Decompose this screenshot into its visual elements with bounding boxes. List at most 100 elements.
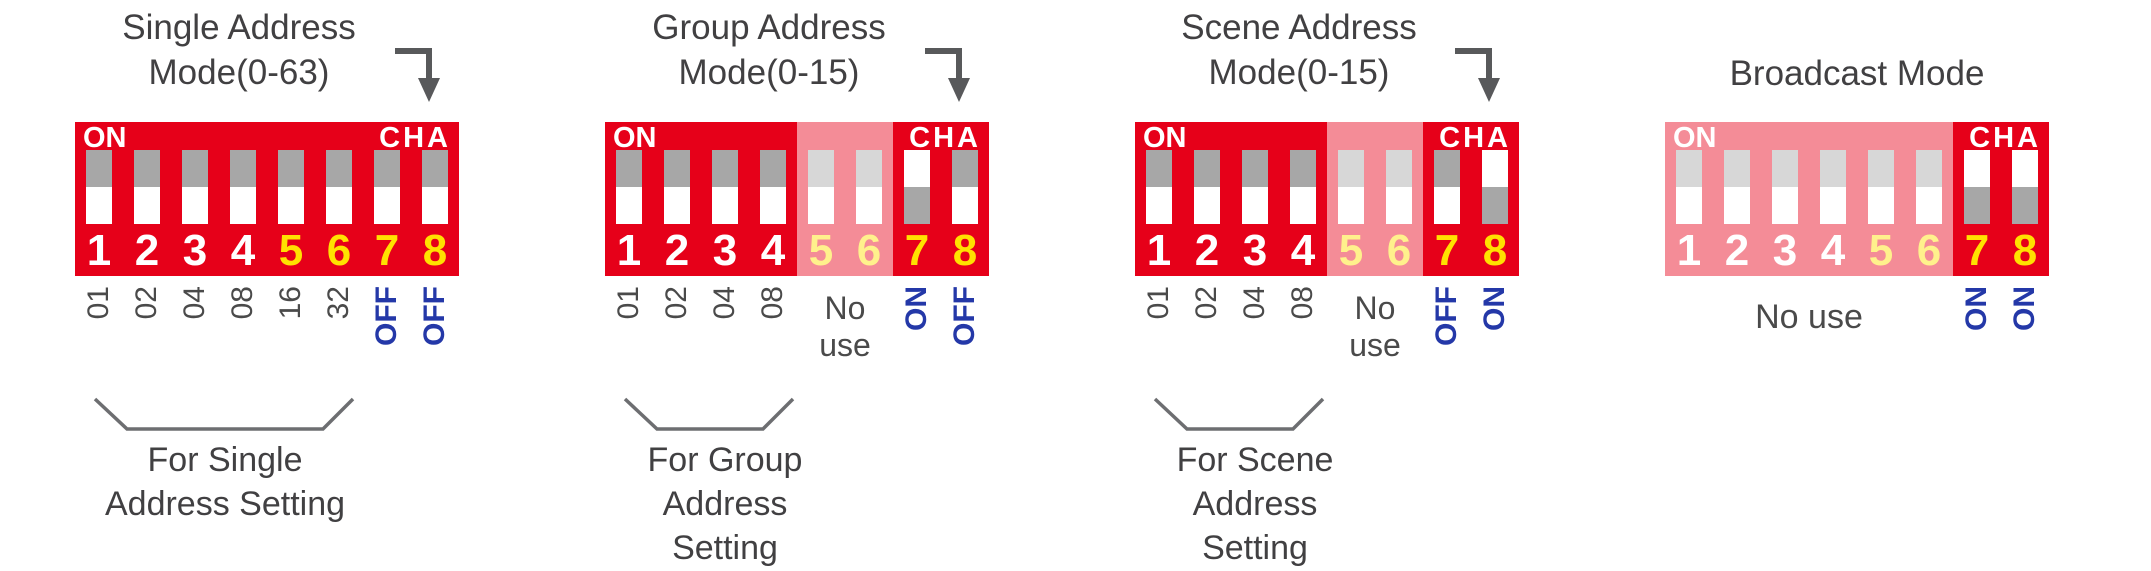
dip-switch-3 — [712, 150, 738, 224]
bracket-caption: For Group Address Setting — [605, 438, 845, 571]
dip-switch-6 — [1386, 150, 1412, 224]
switch-knob — [760, 187, 786, 224]
switch-cell: 4 — [1279, 122, 1327, 276]
switch-cell: 2 — [653, 122, 701, 276]
dip-switch-5 — [808, 150, 834, 224]
panel-title-line1: Single Address — [122, 8, 356, 47]
switch-cell: 5 — [1327, 122, 1375, 276]
dip-switch-5 — [1338, 150, 1364, 224]
dip-switch-1 — [616, 150, 642, 224]
arrow-down-icon — [925, 48, 970, 102]
no-use-label: No use — [1755, 298, 1863, 336]
switch-knob — [422, 187, 448, 224]
switch-knob — [182, 187, 208, 224]
range-bracket — [1153, 397, 1325, 431]
bracket-row — [1135, 394, 1519, 438]
switch-number: 8 — [422, 226, 448, 275]
switch-number: 7 — [1434, 226, 1460, 275]
value-labels-row: 01 02 04 08 ON OFF No use — [605, 276, 989, 394]
switch-number: 5 — [278, 226, 304, 275]
panel-title: Scene Address Mode(0-15) — [1135, 0, 1519, 122]
range-bracket — [93, 397, 355, 431]
switch-value-label: 08 — [1286, 286, 1319, 320]
switch-value-label: 16 — [274, 286, 307, 320]
switch-number: 2 — [664, 226, 690, 275]
switch-cell: 6 — [845, 122, 893, 276]
switch-knob — [326, 187, 352, 224]
switch-cell: 7 — [1953, 122, 2001, 276]
switch-number: 5 — [1868, 226, 1894, 275]
switch-cell: 5 — [1857, 122, 1905, 276]
switch-cell: 1 — [605, 122, 653, 276]
dip-switch-7 — [904, 150, 930, 224]
dip-switch-8 — [2012, 150, 2038, 224]
switch-cell: 4 — [749, 122, 797, 276]
switch-cell: 5 — [797, 122, 845, 276]
value-labels-row: 01 02 04 08 16 32 OFF OFF — [75, 276, 459, 394]
switch-number: 8 — [2012, 226, 2038, 275]
switch-value-label: OFF — [948, 286, 981, 346]
dip-switch-5 — [278, 150, 304, 224]
dip-switch-3 — [1772, 150, 1798, 224]
switch-number: 2 — [134, 226, 160, 275]
dip-switch-6 — [856, 150, 882, 224]
switch-knob — [1434, 187, 1460, 224]
dip-switch-block: ON CHA 1 2 3 4 5 — [1665, 122, 2049, 276]
dip-switch-8 — [952, 150, 978, 224]
switch-cell: 1 — [75, 122, 123, 276]
dip-switch-6 — [1916, 150, 1942, 224]
switch-number: 2 — [1194, 226, 1220, 275]
arrow-down-icon — [1455, 48, 1500, 102]
switch-number: 6 — [1386, 226, 1412, 275]
on-label: ON — [83, 122, 127, 154]
switch-knob — [664, 187, 690, 224]
dip-switch-3 — [182, 150, 208, 224]
dip-switch-1 — [1146, 150, 1172, 224]
dip-switch-block: ON CHA 1 2 3 4 5 — [75, 122, 459, 276]
switch-knob — [808, 187, 834, 224]
bracket-row — [605, 394, 989, 438]
switch-number: 5 — [1338, 226, 1364, 275]
switch-cell: 6 — [1375, 122, 1423, 276]
switch-knob — [2012, 150, 2038, 187]
switch-value-label: ON — [900, 286, 933, 331]
on-label: ON — [1143, 122, 1187, 154]
bracket-caption: For Single Address Setting — [75, 438, 375, 526]
switch-knob — [278, 187, 304, 224]
switch-knob — [1820, 187, 1846, 224]
caption-line2: Address Setting — [104, 485, 346, 524]
switch-value-label: OFF — [1430, 286, 1463, 346]
panel-title-line1: Group Address — [652, 8, 886, 47]
dip-switch-5 — [1868, 150, 1894, 224]
dip-switch-4 — [1290, 150, 1316, 224]
switch-knob — [1290, 187, 1316, 224]
switch-cell: 2 — [1713, 122, 1761, 276]
bracket-caption: For Scene Address Setting — [1135, 438, 1375, 571]
switch-number: 4 — [1290, 226, 1316, 275]
dip-switch-6 — [326, 150, 352, 224]
caption-line1: For Group — [647, 441, 803, 479]
switch-knob — [86, 187, 112, 224]
switch-knob — [134, 187, 160, 224]
cha-label: CHA — [379, 122, 451, 154]
range-bracket — [623, 397, 795, 431]
switch-value-label: ON — [1960, 286, 1993, 331]
switch-number: 6 — [326, 226, 352, 275]
bracket-row — [75, 394, 459, 438]
switch-cell: 8 — [2001, 122, 2049, 276]
switch-value-label: 01 — [612, 286, 645, 320]
panel-title-line2: Mode(0-63) — [148, 52, 330, 92]
switch-value-label: OFF — [418, 286, 451, 346]
caption-line2: Address Setting — [1192, 485, 1318, 568]
switch-cell: 7 — [893, 122, 941, 276]
caption-line1: For Single — [147, 441, 303, 479]
caption-line1: For Scene — [1176, 441, 1334, 479]
panel-broadcast-mode: Broadcast Mode ON CHA 1 2 3 4 — [1665, 0, 2049, 535]
switch-knob — [1146, 187, 1172, 224]
switch-number: 3 — [1772, 226, 1798, 275]
dip-switch-7 — [1964, 150, 1990, 224]
dip-switch-3 — [1242, 150, 1268, 224]
switch-value-label: 02 — [130, 286, 163, 320]
switch-knob — [1868, 187, 1894, 224]
switch-knob — [616, 187, 642, 224]
